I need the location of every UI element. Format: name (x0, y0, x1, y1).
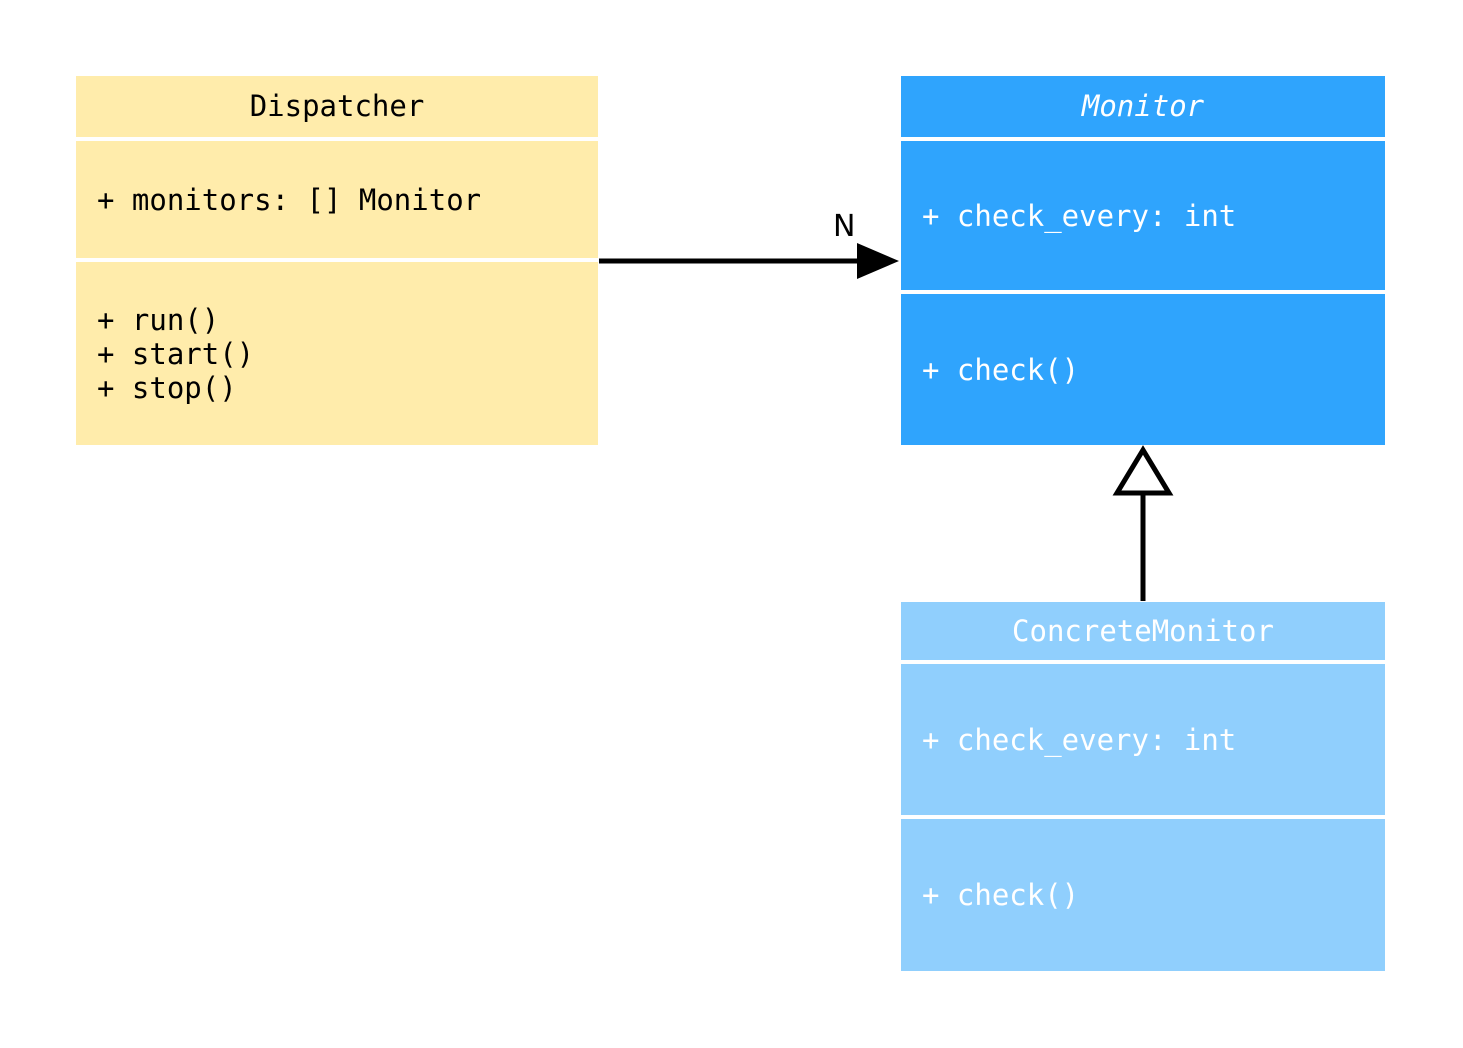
class-methods-monitor: + check() (901, 294, 1385, 445)
attribute-row: + monitors: [] Monitor (97, 182, 482, 217)
class-attributes-monitor: + check_every: int (901, 141, 1385, 290)
class-box-dispatcher[interactable]: Dispatcher + monitors: [] Monitor + run(… (76, 76, 598, 445)
class-box-concretemonitor[interactable]: ConcreteMonitor + check_every: int + che… (901, 602, 1385, 971)
filled-arrowhead-icon (857, 243, 899, 279)
class-title-concretemonitor: ConcreteMonitor (901, 602, 1385, 660)
class-title-dispatcher: Dispatcher (76, 76, 598, 137)
class-attributes-dispatcher: + monitors: [] Monitor (76, 141, 598, 258)
class-box-monitor[interactable]: Monitor + check_every: int + check() (901, 76, 1385, 445)
method-row: + check() (922, 352, 1080, 387)
hollow-triangle-arrowhead-icon (1112, 445, 1174, 496)
method-row: + run() (97, 302, 220, 337)
class-methods-concretemonitor: + check() (901, 819, 1385, 971)
edge-concretemonitor-to-monitor (1112, 445, 1174, 601)
attribute-row: + check_every: int (922, 198, 1237, 233)
attribute-row: + check_every: int (922, 722, 1237, 757)
edge-dispatcher-to-monitor (599, 243, 899, 279)
edge-label-multiplicity-n: N (833, 209, 856, 244)
class-attributes-concretemonitor: + check_every: int (901, 664, 1385, 815)
class-methods-dispatcher: + run() + start() + stop() (76, 262, 598, 445)
method-row: + stop() (97, 370, 237, 405)
class-title-monitor: Monitor (901, 76, 1385, 137)
method-row: + check() (922, 878, 1080, 912)
method-row: + start() (97, 336, 255, 371)
